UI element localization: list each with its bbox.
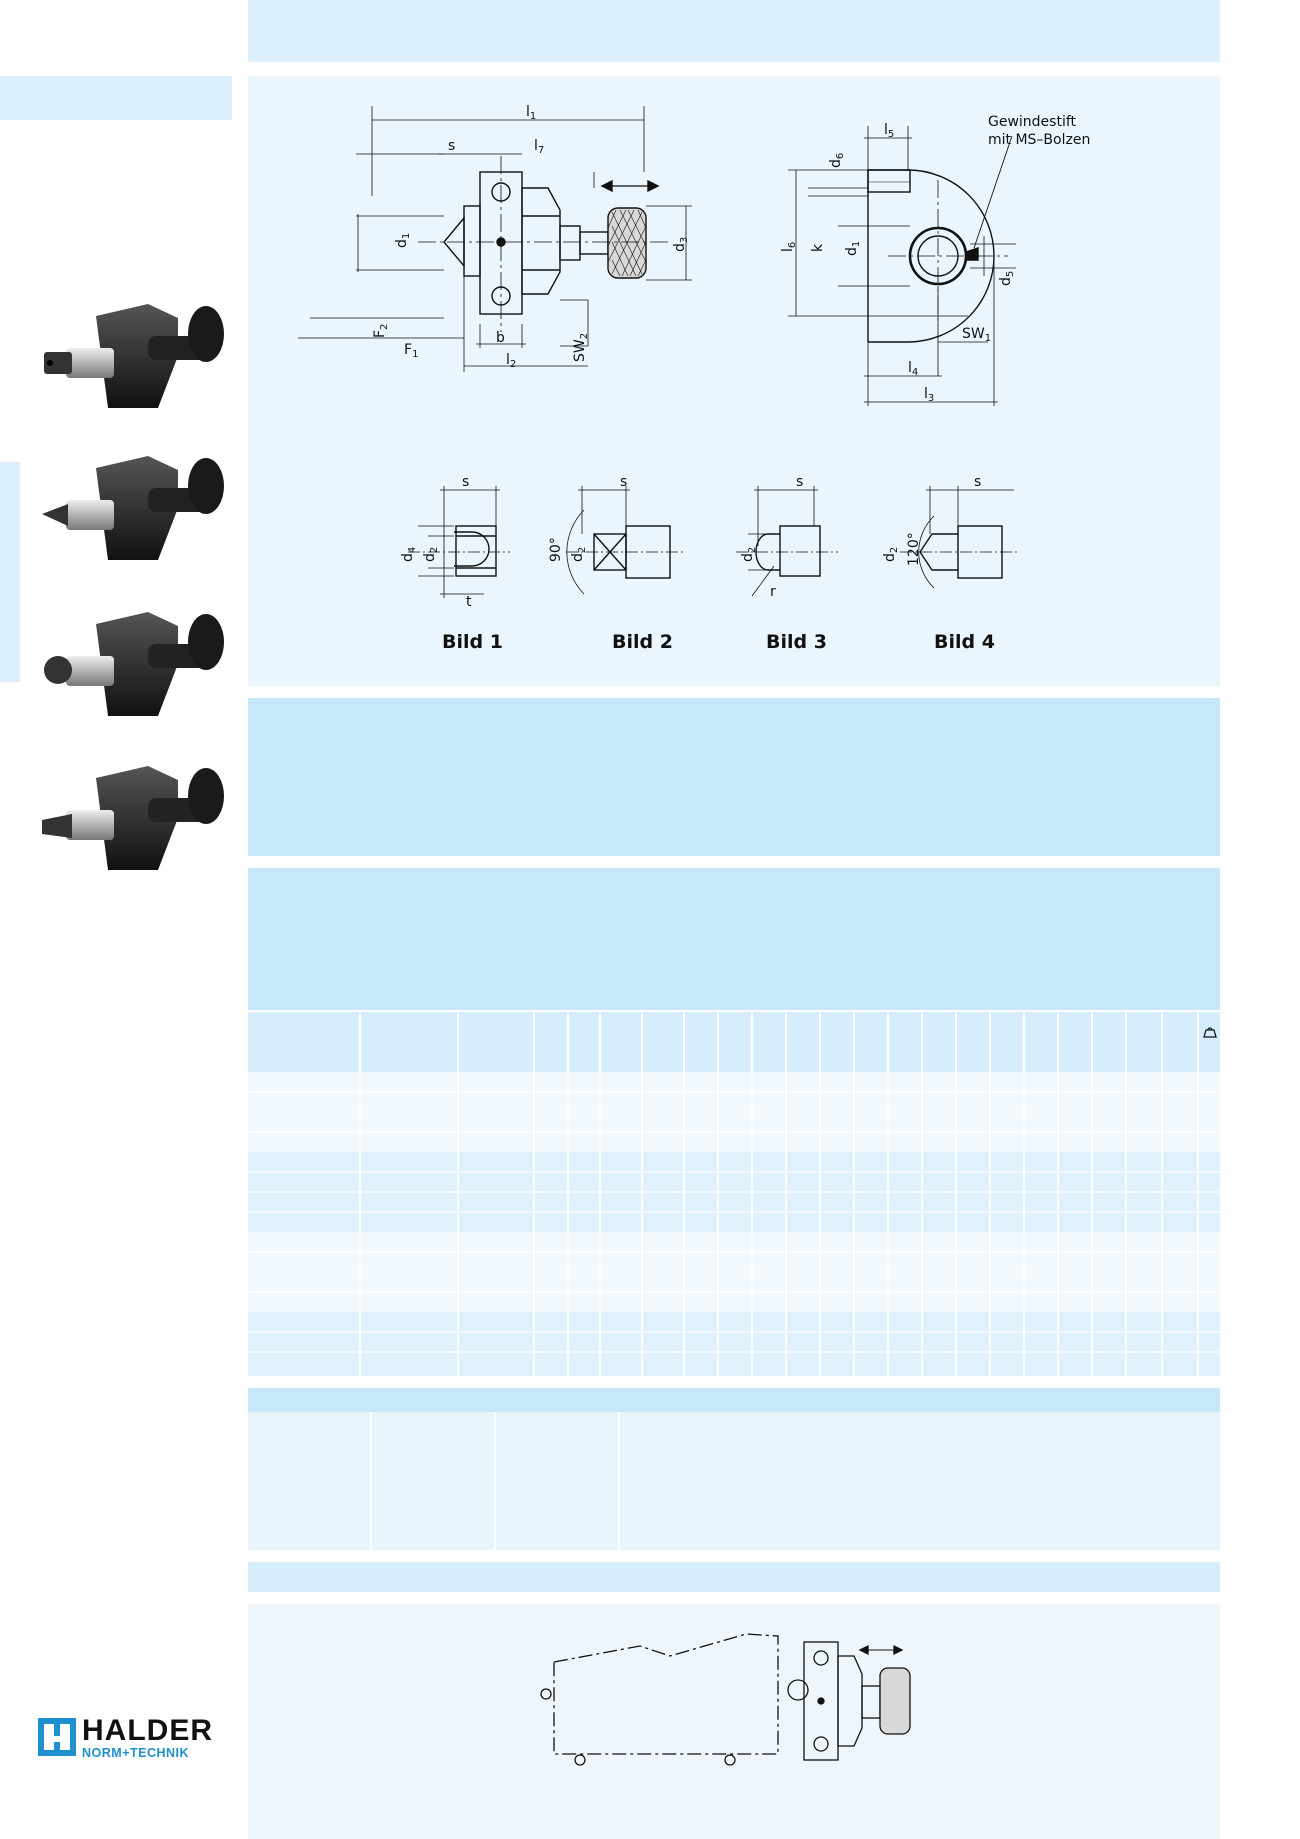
left-marker	[0, 462, 20, 682]
table-grid	[248, 1012, 1220, 1376]
svg-text:r: r	[770, 584, 776, 600]
svg-text:s: s	[974, 474, 981, 490]
detail-bild-1	[408, 486, 510, 598]
sketch-knob	[879, 1667, 911, 1735]
svg-text:l5: l5	[884, 122, 894, 140]
workpiece-outline	[553, 1633, 779, 1755]
nut	[521, 187, 561, 295]
dimension-table	[248, 1012, 1220, 1376]
svg-text:t: t	[466, 594, 472, 610]
product-photo-2	[42, 456, 224, 560]
svg-text:d1: d1	[394, 233, 412, 248]
product-photo-4	[42, 766, 224, 870]
halder-logo: HALDER NORM+TECHNIK	[38, 1714, 234, 1760]
caption-bild-4: Bild 4	[934, 631, 995, 653]
svg-text:SW2: SW2	[572, 333, 590, 362]
svg-text:k: k	[810, 243, 826, 252]
svg-text:90°: 90°	[548, 537, 564, 562]
svg-text:s: s	[796, 474, 803, 490]
svg-text:Gewindestift: Gewindestift	[988, 114, 1077, 130]
svg-text:d6: d6	[828, 153, 846, 168]
left-tab	[0, 76, 232, 120]
application-sketch	[540, 1633, 911, 1766]
drawing-panel	[248, 76, 1220, 686]
svg-text:F1: F1	[404, 342, 418, 360]
weight-icon	[1203, 1027, 1217, 1038]
svg-text:l2: l2	[506, 352, 516, 370]
header-band	[248, 0, 1220, 62]
description-band	[248, 698, 1220, 856]
detail-bild-3	[736, 486, 838, 597]
logo-name: HALDER	[82, 1714, 213, 1747]
accessory-header	[248, 1388, 1220, 1412]
application-header	[248, 1562, 1220, 1592]
svg-text:mit MS–Bolzen: mit MS–Bolzen	[988, 132, 1090, 148]
logo-tagline: NORM+TECHNIK	[82, 1746, 190, 1760]
svg-text:l7: l7	[534, 138, 544, 156]
svg-text:d2: d2	[740, 547, 758, 562]
svg-text:d2: d2	[422, 547, 440, 562]
product-photo-3	[44, 612, 224, 716]
svg-text:d5: d5	[998, 271, 1016, 286]
svg-text:b: b	[496, 330, 505, 346]
svg-text:s: s	[620, 474, 627, 490]
technical-drawing: l1 s l7 d1 d3 F2 F1 b l2 SW2 Gewindestif…	[298, 104, 1090, 653]
product-photo-1	[44, 304, 224, 408]
svg-text:d2: d2	[882, 547, 900, 562]
detail-bild-4	[900, 486, 1018, 589]
svg-text:F2: F2	[372, 324, 390, 338]
svg-text:d4: d4	[400, 547, 418, 562]
svg-text:SW1: SW1	[962, 326, 991, 344]
svg-text:l4: l4	[908, 360, 918, 378]
svg-text:120°: 120°	[906, 532, 922, 566]
svg-text:s: s	[448, 138, 455, 154]
caption-bild-1: Bild 1	[442, 631, 503, 653]
material-band	[248, 868, 1220, 1010]
svg-text:d1: d1	[844, 241, 862, 256]
svg-text:d2: d2	[570, 547, 588, 562]
svg-text:l1: l1	[526, 104, 536, 122]
caption-bild-2: Bild 2	[612, 631, 673, 653]
svg-text:l6: l6	[780, 242, 798, 252]
accessory-table	[248, 1412, 1220, 1550]
svg-text:l3: l3	[924, 386, 934, 404]
svg-text:d3: d3	[672, 237, 690, 252]
caption-bild-3: Bild 3	[766, 631, 827, 653]
detail-bild-2	[566, 486, 684, 595]
application-panel	[248, 1604, 1220, 1839]
svg-text:s: s	[462, 474, 469, 490]
